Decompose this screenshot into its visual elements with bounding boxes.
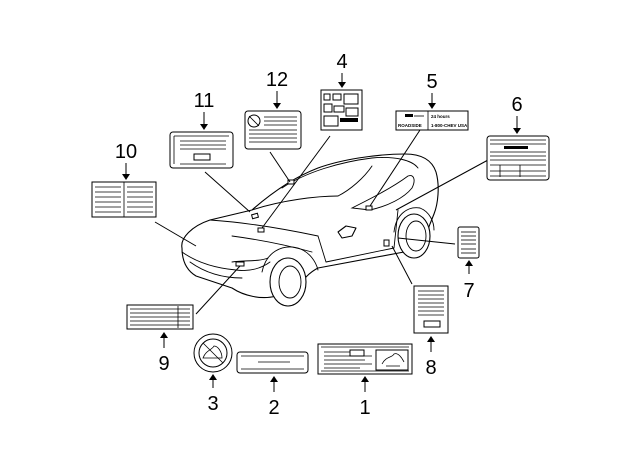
car-mark-pillar [365,205,373,211]
rear-wheel-rim [405,220,427,252]
hood-center [231,235,313,253]
label5-right-text2: 1-800-CHEV USA [431,123,468,128]
roof-line [281,157,419,189]
callout-2: 2 [268,397,279,419]
callout-7: 7 [463,280,474,302]
callout-4: 4 [336,51,347,73]
arrow-12 [273,91,281,109]
label-7 [457,226,480,259]
callout-12: 12 [266,69,288,91]
side-mirror [337,225,357,239]
grille [189,261,243,279]
callout-arrows [122,73,521,392]
car-body [181,153,439,299]
arrow-4 [338,73,346,88]
callout-5: 5 [426,71,437,93]
arrow-2 [270,376,278,392]
arrow-11 [200,112,208,130]
arrow-5 [428,93,436,109]
side-window [350,175,415,211]
arrow-8 [427,336,435,352]
label-6 [486,135,550,181]
arrow-6 [513,116,521,134]
arrow-10 [122,163,130,180]
callout-1: 1 [359,397,370,419]
car-mark-hood2 [257,227,265,233]
label-3 [193,333,233,373]
label5-right-text1: 24 hours [431,114,450,119]
windshield-edge [337,165,373,197]
arrow-1 [361,376,369,392]
callout-numbers: 1 2 3 4 5 6 7 8 9 10 11 12 [115,51,523,419]
rear-wheel [397,213,431,259]
front-wheel-rim [278,265,302,299]
callout-3: 3 [207,393,218,415]
label-10 [91,181,157,218]
label5-left-text: ROADSIDE [398,123,422,128]
leader-lines [154,129,489,315]
callout-10: 10 [115,141,137,163]
headlight [231,257,269,263]
car-mark-door [383,239,390,247]
callout-8: 8 [425,357,436,379]
windshield-line [251,195,339,211]
arrow-7 [465,260,473,274]
hood-line [209,219,319,237]
label-4 [320,89,363,131]
car-illustration [181,153,439,307]
label-5: ROADSIDE 24 hours 1-800-CHEV USA [395,110,469,131]
callout-11: 11 [194,90,215,112]
door-line [317,209,399,263]
car-mark-front [235,261,245,267]
label-8 [413,285,449,334]
callout-9: 9 [158,353,169,375]
label-2 [236,351,309,374]
front-wheel-arch [261,246,319,273]
label-11 [169,131,234,169]
rear-wheel-arch [393,207,435,233]
car-mark-windshield [287,179,295,185]
label-12 [244,110,302,150]
label-1 [317,343,413,375]
arrow-3 [209,374,217,388]
label-9 [126,304,194,330]
arrow-9 [160,332,168,348]
callout-6: 6 [511,94,522,116]
car-mark-hood [250,212,260,220]
